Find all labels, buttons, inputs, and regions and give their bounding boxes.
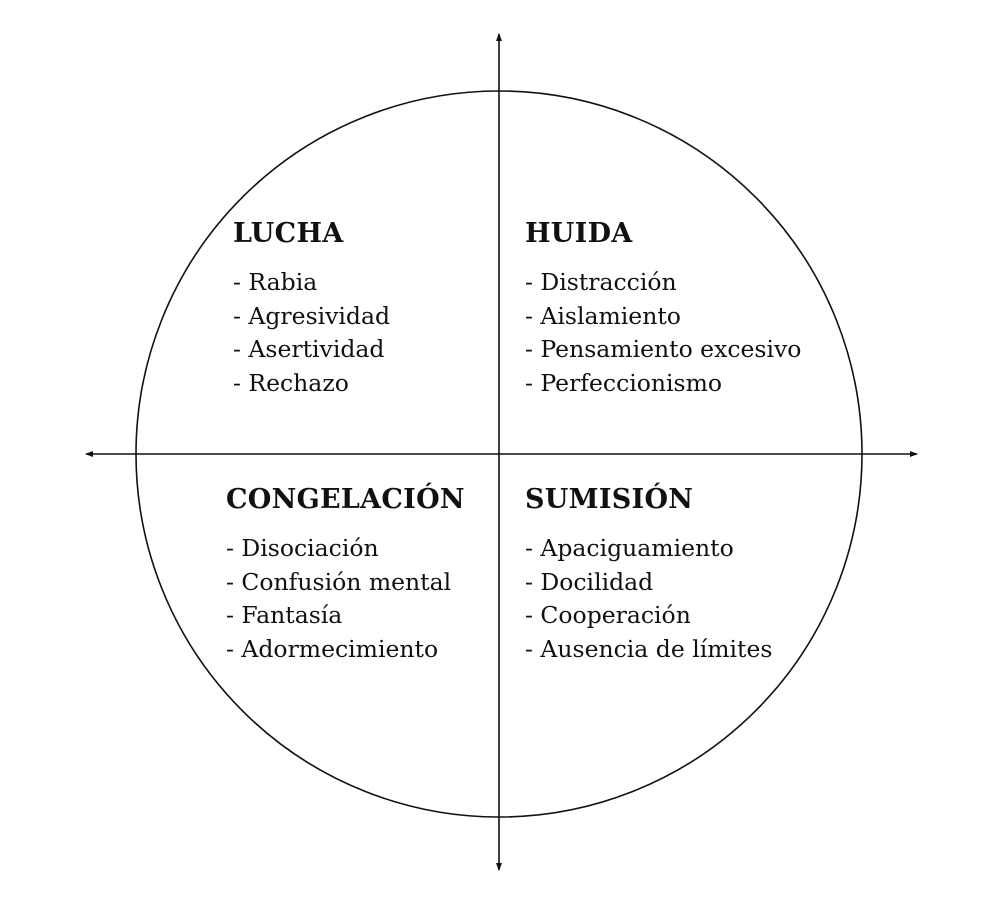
- list-item: - Confusión mental: [226, 567, 452, 596]
- list-item: - Aislamiento: [525, 301, 681, 330]
- quadrant-title: LUCHA: [233, 218, 344, 249]
- list-item: - Agresividad: [233, 301, 391, 330]
- quadrant-list: - Rabia - Agresividad - Asertividad - Re…: [233, 266, 390, 401]
- quadrant-lucha: LUCHA - Rabia - Agresividad - Asertivida…: [233, 218, 390, 401]
- list-item: - Distracción: [525, 268, 677, 296]
- list-item: - Pensamiento excesivo: [525, 335, 802, 364]
- list-item: - Docilidad: [525, 567, 654, 596]
- list-item: - Fantasía: [226, 601, 343, 630]
- list-item: - Rabia: [233, 268, 318, 296]
- list-item: - Disociación: [226, 534, 379, 562]
- list-item: - Cooperación: [525, 601, 691, 630]
- quadrant-list: - Disociación - Confusión mental - Fanta…: [226, 532, 465, 667]
- quadrant-list: - Apaciguamiento - Docilidad - Cooperaci…: [525, 532, 772, 667]
- list-item: - Asertividad: [233, 335, 385, 364]
- quadrant-congelacion: CONGELACIÓN - Disociación - Confusión me…: [226, 484, 465, 667]
- list-item: - Apaciguamiento: [525, 534, 734, 562]
- quadrant-list: - Distracción - Aislamiento - Pensamient…: [525, 266, 801, 401]
- quadrant-sumision: SUMISIÓN - Apaciguamiento - Docilidad - …: [525, 484, 772, 667]
- list-item: - Perfeccionismo: [525, 369, 723, 398]
- list-item: - Rechazo: [233, 369, 349, 398]
- list-item: - Adormecimiento: [226, 635, 439, 664]
- quadrant-huida: HUIDA - Distracción - Aislamiento - Pens…: [525, 218, 801, 401]
- quadrant-title: SUMISIÓN: [525, 484, 694, 515]
- quadrant-title: CONGELACIÓN: [226, 484, 465, 515]
- quadrant-title: HUIDA: [525, 218, 633, 249]
- list-item: - Ausencia de límites: [525, 635, 773, 664]
